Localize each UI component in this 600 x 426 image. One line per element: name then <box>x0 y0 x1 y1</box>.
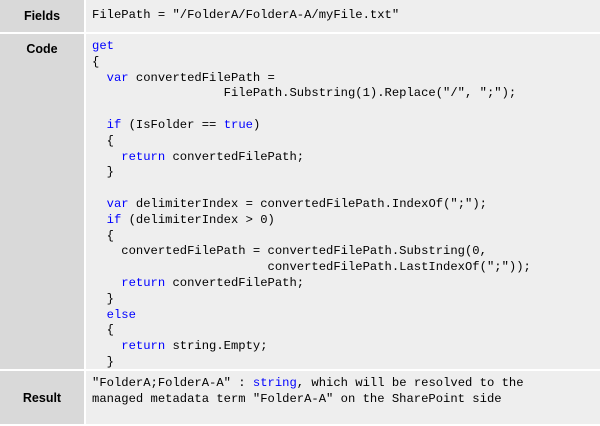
result-type-keyword: string <box>252 376 297 390</box>
code-line: { <box>92 55 600 71</box>
code-text: delimiterIndex = convertedFilePath.Index… <box>128 196 487 211</box>
code-text <box>92 339 121 353</box>
code-line: convertedFilePath = convertedFilePath.Su… <box>92 244 600 260</box>
code-keyword: else <box>106 307 136 322</box>
code-keyword: if <box>106 117 122 132</box>
code-text: { <box>92 323 114 338</box>
code-keyword: get <box>92 39 114 53</box>
code-text <box>92 118 107 132</box>
code-keyword: var <box>106 70 129 85</box>
code-keyword: return <box>121 275 166 290</box>
code-cell: get{ var convertedFilePath = FilePath.Su… <box>84 34 600 385</box>
code-text <box>92 308 107 322</box>
result-text: "FolderA;FolderA-A" : <box>92 376 253 390</box>
code-text: (IsFolder == <box>121 117 224 132</box>
code-text: FilePath.Substring(1).Replace("/", ";"); <box>92 86 517 101</box>
result-text: , which will be resolved to the <box>296 376 524 390</box>
code-text <box>92 150 121 164</box>
code-text: } <box>92 354 114 369</box>
code-line: { <box>92 229 600 245</box>
code-line: } <box>92 355 600 371</box>
code-line: { <box>92 134 600 150</box>
fields-label: Fields <box>0 0 84 34</box>
code-text: (delimiterIndex > 0) <box>121 212 275 227</box>
result-line-1: "FolderA;FolderA-A" : string, which will… <box>92 376 600 392</box>
code-line: } <box>92 292 600 308</box>
code-line: get <box>92 39 600 55</box>
code-text: } <box>92 165 114 180</box>
code-line: return convertedFilePath; <box>92 150 600 166</box>
code-text: } <box>92 291 114 306</box>
code-keyword: true <box>223 117 253 132</box>
result-cell: "FolderA;FolderA-A" : string, which will… <box>84 371 600 426</box>
fields-text: FilePath = "/FolderA/FolderA-A/myFile.tx… <box>92 8 400 23</box>
code-text <box>92 276 121 290</box>
code-keyword: if <box>106 212 122 227</box>
code-text: ) <box>252 117 261 132</box>
code-text: { <box>92 228 114 243</box>
code-line: FilePath.Substring(1).Replace("/", ";"); <box>92 86 600 102</box>
code-line: if (IsFolder == true) <box>92 118 600 134</box>
code-text: convertedFilePath = convertedFilePath.Su… <box>92 244 487 259</box>
code-line: return string.Empty; <box>92 339 600 355</box>
code-line: { <box>92 323 600 339</box>
code-line <box>92 102 600 118</box>
code-keyword: return <box>121 149 166 164</box>
code-keyword: var <box>106 196 129 211</box>
code-text <box>92 71 107 85</box>
code-text: string.Empty; <box>165 339 268 354</box>
result-label: Result <box>0 371 84 426</box>
code-line: else <box>92 308 600 324</box>
code-text <box>92 213 107 227</box>
code-line: convertedFilePath.LastIndexOf(";")); <box>92 260 600 276</box>
code-line: return convertedFilePath; <box>92 276 600 292</box>
code-text: convertedFilePath; <box>165 275 305 290</box>
code-line: var convertedFilePath = <box>92 71 600 87</box>
code-text: { <box>92 133 114 148</box>
code-text: convertedFilePath; <box>165 149 305 164</box>
code-text <box>92 197 107 211</box>
code-line: if (delimiterIndex > 0) <box>92 213 600 229</box>
result-line-2: managed metadata term "FolderA-A" on the… <box>92 391 502 406</box>
code-text: convertedFilePath.LastIndexOf(";")); <box>92 260 531 275</box>
code-line <box>92 181 600 197</box>
code-line: } <box>92 165 600 181</box>
code-label: Code <box>0 34 84 371</box>
code-text: convertedFilePath = <box>128 70 275 85</box>
fields-cell: FilePath = "/FolderA/FolderA-A/myFile.tx… <box>84 0 600 34</box>
code-keyword: return <box>121 339 166 354</box>
code-line: var delimiterIndex = convertedFilePath.I… <box>92 197 600 213</box>
code-text: { <box>92 54 100 69</box>
